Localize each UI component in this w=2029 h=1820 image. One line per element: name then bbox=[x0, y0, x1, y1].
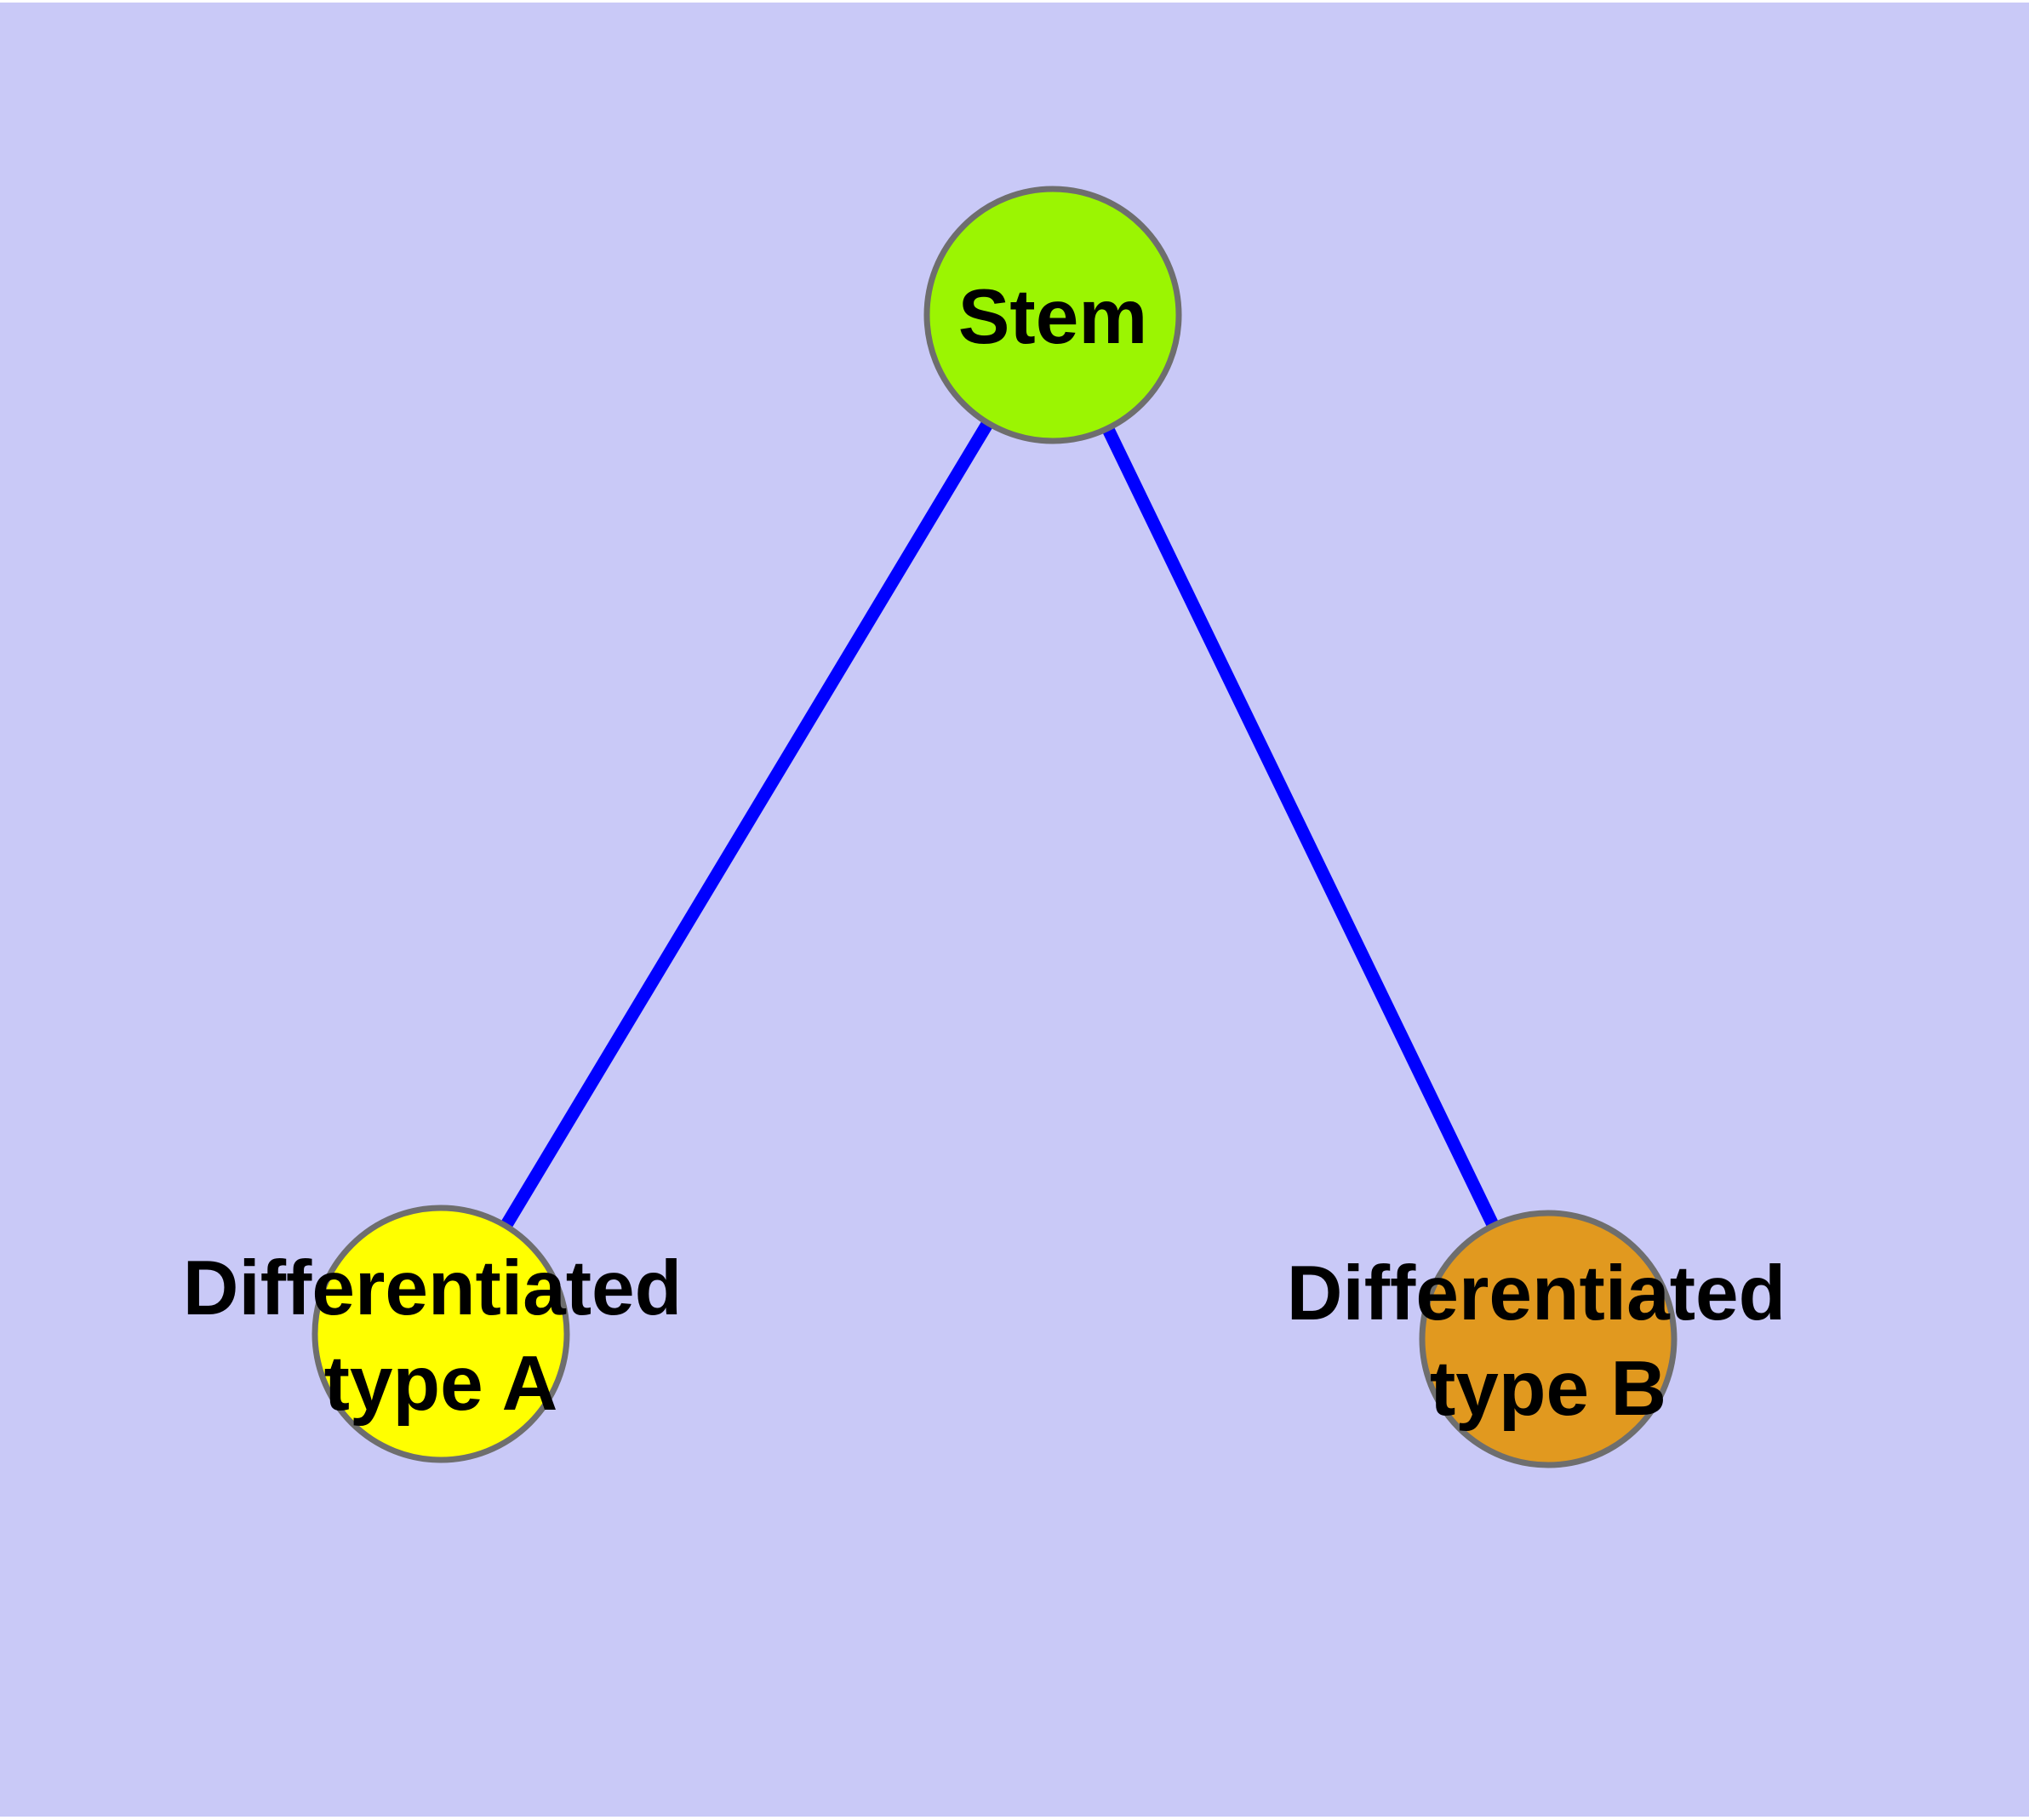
edge-stem-to-type-b bbox=[1047, 312, 1554, 1342]
node-stem-circle bbox=[923, 186, 1182, 444]
node-type-a-label-line-2: type A bbox=[324, 1341, 558, 1427]
node-type-b-circle bbox=[1419, 1210, 1677, 1468]
node-type-b-label-line-1: Differentiated bbox=[1287, 1251, 1786, 1336]
node-type-a-label-line-1: Differentiated bbox=[183, 1245, 683, 1331]
node-stem-label: Stem bbox=[958, 274, 1148, 360]
node-type-a-circle bbox=[311, 1205, 570, 1463]
node-type-b-label-line-2: type B bbox=[1430, 1346, 1666, 1432]
edge-stem-to-type-a bbox=[435, 312, 1059, 1337]
